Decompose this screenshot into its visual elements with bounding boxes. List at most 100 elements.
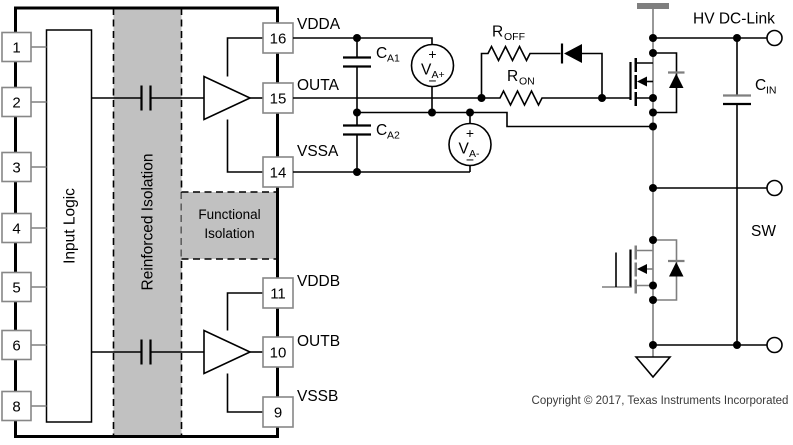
- diode-triangle: [669, 262, 684, 277]
- sw-terminal: [766, 179, 783, 197]
- pin-name-vdda: VDDA: [297, 16, 341, 33]
- pin-number: 8: [12, 399, 20, 416]
- functional-isolation-label-line2: Isolation: [204, 226, 254, 241]
- junction-dot: [353, 34, 361, 42]
- pin-number: 3: [12, 160, 20, 177]
- reinforced-isolation-label: Reinforced Isolation: [140, 154, 157, 291]
- minus-sign: −: [466, 152, 474, 168]
- capacitor-cin-label-sub: IN: [766, 85, 777, 97]
- pin-name-vssa: VSSA: [297, 143, 339, 160]
- sw-label: SW: [751, 223, 776, 240]
- supply-va-plus: + V A+ −: [410, 43, 455, 113]
- hv-dc-link-terminal: [766, 29, 783, 47]
- junction-dot: [733, 341, 741, 349]
- junction-dot: [428, 108, 436, 117]
- functional-isolation-box: [181, 192, 278, 259]
- left-pins: 1 2 3 4 5 6 8: [1, 31, 47, 422]
- junction-dot: [353, 108, 361, 117]
- junction-dot: [649, 184, 657, 192]
- gate-common-rail: [357, 111, 653, 128]
- channel-a-path: [91, 37, 263, 173]
- va-minus-label-sub: A-: [469, 148, 480, 160]
- junction-dot: [733, 34, 741, 42]
- capacitor-cin-label: C: [755, 77, 766, 94]
- hv-dc-link-label: HV DC-Link: [693, 11, 775, 28]
- pin-name-outb: OUTB: [297, 333, 340, 350]
- pin-name-vssb: VSSB: [297, 388, 338, 405]
- junction-dots: [353, 34, 741, 349]
- power-stage: HV DC-Link C IN SW: [602, 3, 783, 379]
- pin-number: 11: [270, 286, 286, 303]
- buffer-b-vss-lead: [226, 373, 263, 413]
- channel-b-buffer: [203, 329, 252, 375]
- pin-number: 2: [12, 95, 20, 112]
- buffer-a-vss-lead: [226, 119, 263, 173]
- resistor-roff-label: R: [492, 24, 503, 41]
- plus-sign: +: [466, 125, 474, 141]
- va-plus-label: V: [421, 62, 432, 79]
- pin-box-1: [1, 31, 32, 63]
- junction-dot: [649, 34, 657, 42]
- junction-dot: [477, 94, 486, 102]
- pin-number: 5: [12, 280, 20, 297]
- bias-supplies: C A1 C A2 + V A+ − + V A- −: [293, 37, 653, 173]
- pin-box-4: [1, 212, 32, 244]
- pin-box-6: [1, 329, 32, 361]
- low-side-mosfet: [602, 245, 653, 294]
- pin-name-outa: OUTA: [297, 77, 340, 94]
- pin-box-8: [1, 390, 32, 422]
- pin-box-15: [262, 82, 294, 114]
- resistor-ron-label-sub: ON: [519, 76, 535, 88]
- plus-sign: +: [428, 46, 436, 62]
- input-logic-label: Input Logic: [62, 188, 79, 264]
- ground-symbol: [634, 356, 672, 379]
- junction-dot: [649, 49, 657, 57]
- capacitor-ca1-label-sub: A1: [387, 53, 400, 65]
- capacitor-ca1: [343, 38, 371, 113]
- resistor-ron: [481, 89, 602, 107]
- isolation-capacitor-a: [140, 85, 152, 111]
- capacitor-cin: [723, 38, 751, 345]
- capacitor-ca2-label-sub: A2: [387, 130, 400, 142]
- junction-dot: [649, 236, 657, 244]
- junction-dot: [649, 341, 657, 349]
- pin-number: 9: [274, 405, 282, 422]
- pin-name-vddb: VDDB: [297, 273, 340, 290]
- wire: [582, 52, 603, 98]
- reinforced-isolation-band: [113, 8, 182, 437]
- ic-package: Input Logic Reinforced Isolation Functio…: [14, 6, 279, 438]
- pin-box-11: [262, 277, 294, 309]
- resistor-roff: [480, 44, 561, 98]
- copyright-text: Copyright © 2017, Texas Instruments Inco…: [532, 395, 789, 407]
- supply-va-minus: + V A- −: [448, 112, 492, 172]
- resistor-roff-label-sub: OFF: [504, 31, 525, 43]
- pin-box-2: [1, 86, 32, 118]
- junction-dot: [649, 122, 657, 131]
- capacitor-ca2: [343, 112, 371, 172]
- junction-dot: [649, 108, 657, 117]
- isolation-capacitor-b: [140, 339, 152, 365]
- pin-box-3: [1, 151, 32, 183]
- pin-number: 1: [12, 40, 20, 57]
- gate-drive-network: R OFF R ON: [293, 24, 631, 107]
- pin-number: 10: [270, 345, 287, 362]
- buffer-b-vdd-lead: [226, 292, 263, 331]
- input-logic-box: [45, 29, 93, 423]
- low-side-body-diode: [653, 239, 685, 301]
- pin-box-9: [262, 396, 294, 428]
- junction-dot: [649, 94, 657, 102]
- capacitor-ca2-label: C: [376, 122, 387, 139]
- right-pins: 16 15 14 11 10 9 VDDA OUTA VSSA VDDB OUT…: [262, 16, 341, 428]
- high-side-mosfet: [629, 58, 653, 106]
- high-side-body-diode: [653, 52, 685, 114]
- pin-box-5: [1, 271, 32, 303]
- junction-dot: [649, 296, 657, 304]
- functional-isolation-label-line1: Functional: [198, 207, 260, 222]
- pin-number: 14: [270, 165, 287, 182]
- footer: Copyright © 2017, Texas Instruments Inco…: [532, 395, 789, 407]
- diode-triangle: [669, 73, 684, 88]
- minus-sign: −: [428, 73, 436, 89]
- pin-box-10: [262, 336, 294, 368]
